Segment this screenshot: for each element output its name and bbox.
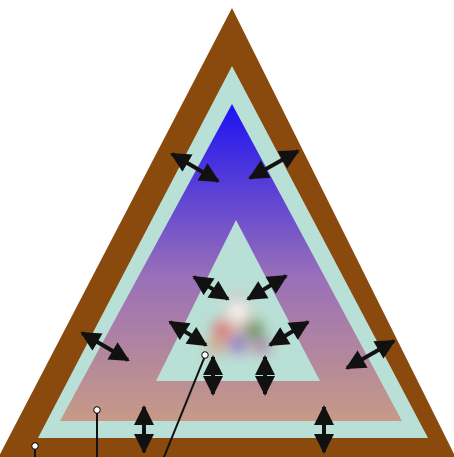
pin-band [94, 407, 100, 413]
pin-frame [32, 443, 38, 449]
pin-core [202, 352, 208, 358]
